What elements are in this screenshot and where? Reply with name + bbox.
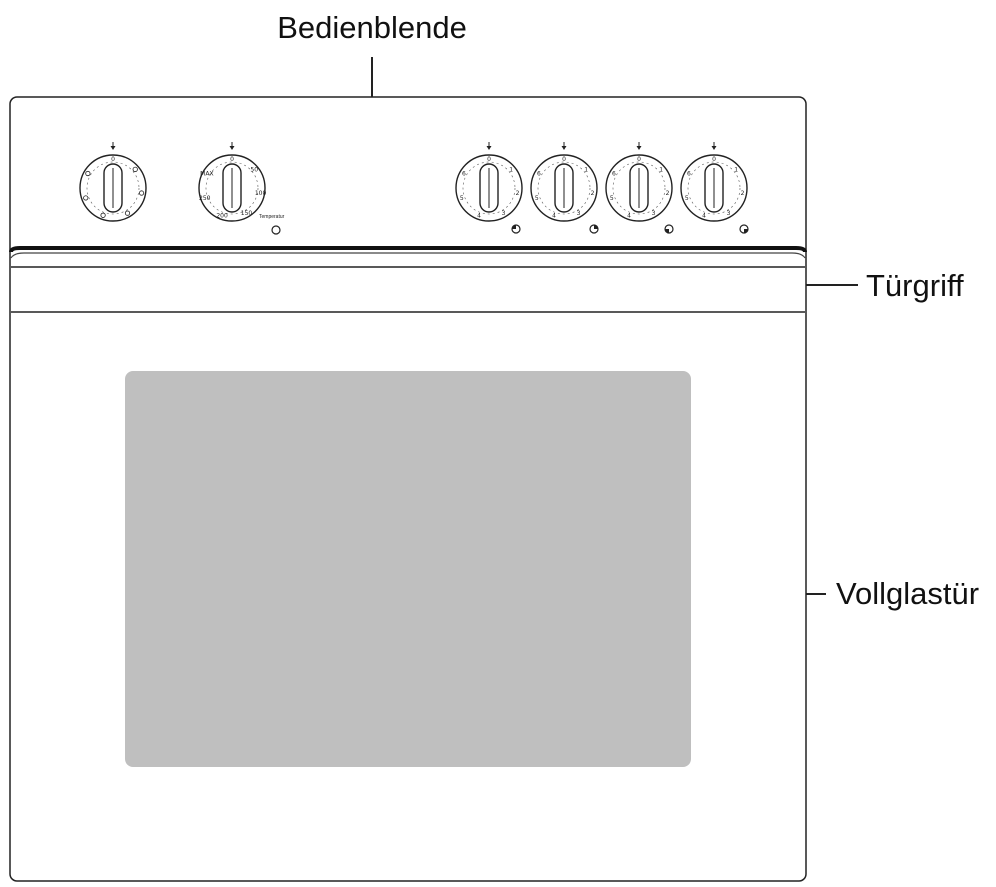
label-control-panel: Bedienblende	[277, 10, 467, 45]
knob-tick-label: 4	[702, 212, 706, 219]
hotplate-icon-1	[511, 224, 521, 234]
knob-tick-label: 5	[460, 195, 464, 202]
knob-tick-label: 4	[477, 212, 481, 219]
glass-door-window	[125, 371, 691, 767]
knob-tick-label: 0	[230, 156, 234, 163]
knob-pointer-icon	[711, 146, 717, 150]
knob-function-selector[interactable]: 0	[79, 142, 147, 222]
knob-tick-label: 1	[734, 166, 738, 173]
knob-symbol-icon	[100, 212, 106, 218]
knob-pointer-icon	[486, 146, 492, 150]
knob-hotplate-1[interactable]: 0 1 2 3 4 5 6	[455, 142, 523, 222]
label-door-handle: Türgriff	[866, 268, 964, 303]
thermostat-indicator-lamp	[271, 225, 281, 235]
knob-tick-label: 5	[685, 195, 689, 202]
knob-pointer-icon	[110, 146, 116, 150]
knob-pointer-icon	[561, 146, 567, 150]
knob-tick-label: 250	[199, 195, 211, 202]
thermostat-caption: Temperatur	[259, 214, 285, 220]
control-panel-shadow	[10, 252, 806, 259]
knob-tick-label: 2	[666, 190, 670, 197]
knob-tick-label: 3	[652, 210, 656, 217]
knob-tick-label: 6	[612, 171, 616, 178]
knob-tick-label: 0	[562, 156, 566, 163]
knob-symbol-icon	[85, 170, 91, 177]
knob-tick-label: 100	[255, 190, 267, 197]
knob-tick-label: 3	[727, 210, 731, 217]
knob-hotplate-4[interactable]: 0 1 2 3 4 5 6	[680, 142, 748, 222]
knob-tick-label: 2	[591, 190, 595, 197]
knob-tick-label: 1	[584, 166, 588, 173]
knob-tick-label: 1	[509, 166, 513, 173]
knob-tick-label: 5	[535, 195, 539, 202]
knob-pointer-icon	[229, 146, 235, 150]
hotplate-icon-2	[589, 224, 599, 234]
knob-tick-label: 4	[627, 212, 631, 219]
knob-tick-label: 0	[111, 156, 115, 163]
knob-tick-label: MAX	[200, 171, 213, 178]
knob-hotplate-3[interactable]: 0 1 2 3 4 5 6	[605, 142, 673, 222]
knob-tick-label: 3	[502, 210, 506, 217]
knob-tick-label: 150	[241, 210, 253, 217]
label-glass-door: Vollglastür	[836, 576, 979, 611]
knob-hotplate-2[interactable]: 0 1 2 3 4 5 6	[530, 142, 598, 222]
knob-tick-label: 2	[741, 190, 745, 197]
knob-tick-label: 2	[516, 190, 520, 197]
knob-tick-label: 6	[537, 171, 541, 178]
knob-tick-label: 0	[712, 156, 716, 163]
knob-tick-label: 0	[637, 156, 641, 163]
hotplate-icon-3	[664, 224, 674, 234]
knob-tick-label: 200	[216, 212, 228, 219]
knob-tick-label: 6	[462, 171, 466, 178]
knob-symbol-icon	[138, 190, 145, 196]
knob-tick-label: 5	[610, 195, 614, 202]
knob-tick-label: 0	[487, 156, 491, 163]
knob-tick-label: 3	[577, 210, 581, 217]
knob-symbol-icon	[132, 166, 138, 172]
hotplate-position-icons	[511, 224, 749, 234]
knob-tick-label: 50	[250, 166, 258, 173]
knob-tick-label: 6	[687, 171, 691, 178]
knob-symbol-icon	[124, 210, 131, 216]
knob-symbol-icon	[83, 195, 89, 201]
knob-tick-label: 1	[659, 166, 663, 173]
control-panel-edge	[9, 246, 807, 253]
knob-pointer-icon	[636, 146, 642, 150]
hotplate-icon-4	[739, 224, 749, 234]
knob-tick-label: 4	[552, 212, 556, 219]
knob-thermostat[interactable]: 0 50 100 150 200 250 MAX	[198, 142, 267, 222]
